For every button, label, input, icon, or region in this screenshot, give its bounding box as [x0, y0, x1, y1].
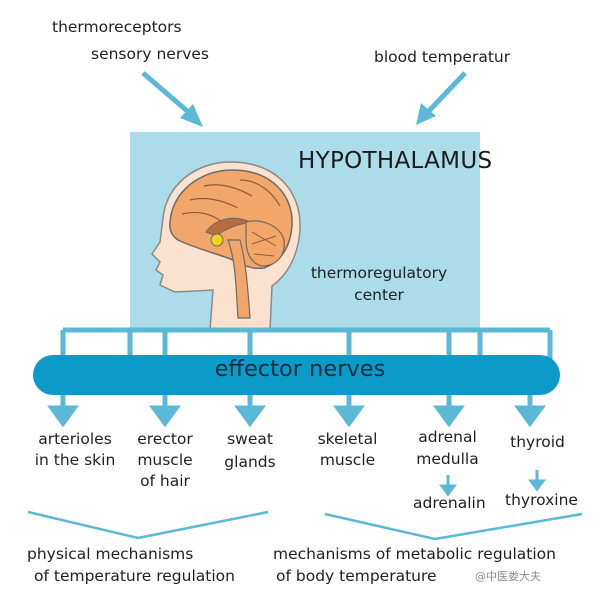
arrow-sensory-to-hypothalamus: [141, 71, 203, 127]
effector-skeletal-line1: skeletal: [317, 430, 378, 448]
watermark: @中医娄大夫: [475, 570, 541, 583]
effector-skeletal-line2: muscle: [319, 451, 376, 469]
effector-arterioles-line1: arterioles: [38, 430, 112, 448]
effector-adrenal-line2: medulla: [416, 450, 479, 468]
sensory-nerves-label: sensory nerves: [91, 45, 209, 63]
effector-nerves-bar: [33, 355, 560, 395]
group-brackets: [27, 510, 583, 541]
effector-erector-line1: erector: [137, 430, 193, 448]
metabolic-mechanisms-line2: of body temperature: [276, 567, 437, 585]
effector-erector-line3: of hair: [140, 472, 190, 490]
center-label: center: [354, 286, 404, 304]
hypothalamus-title: HYPOTHALAMUS: [298, 148, 493, 174]
effector-thyroid-line1: thyroid: [510, 433, 565, 451]
physical-mechanisms-line1: physical mechanisms: [27, 545, 194, 563]
thyroxine-label: thyroxine: [505, 491, 578, 509]
effector-sweat-line2: glands: [224, 453, 276, 471]
hormone-arrows: [439, 470, 546, 497]
blood-temperature-label: blood temperatur: [374, 48, 511, 66]
head-brain-illustration: [151, 161, 301, 331]
effector-nerves-label: effector nerves: [214, 356, 386, 382]
thermoregulatory-label: thermoregulatory: [310, 264, 448, 282]
effector-sweat-line1: sweat: [227, 430, 273, 448]
adrenalin-label: adrenalin: [413, 494, 486, 512]
arrow-blood-to-hypothalamus: [416, 71, 467, 125]
effector-arrows: [47, 393, 546, 428]
effector-arterioles-line2: in the skin: [34, 451, 116, 469]
thermoreceptors-label: thermoreceptors: [52, 18, 182, 36]
metabolic-mechanisms-line1: mechanisms of metabolic regulation: [273, 545, 556, 563]
physical-mechanisms-line2: of temperature regulation: [34, 567, 235, 585]
effector-erector-line2: muscle: [137, 451, 193, 469]
effector-adrenal-line1: adrenal: [418, 428, 477, 446]
